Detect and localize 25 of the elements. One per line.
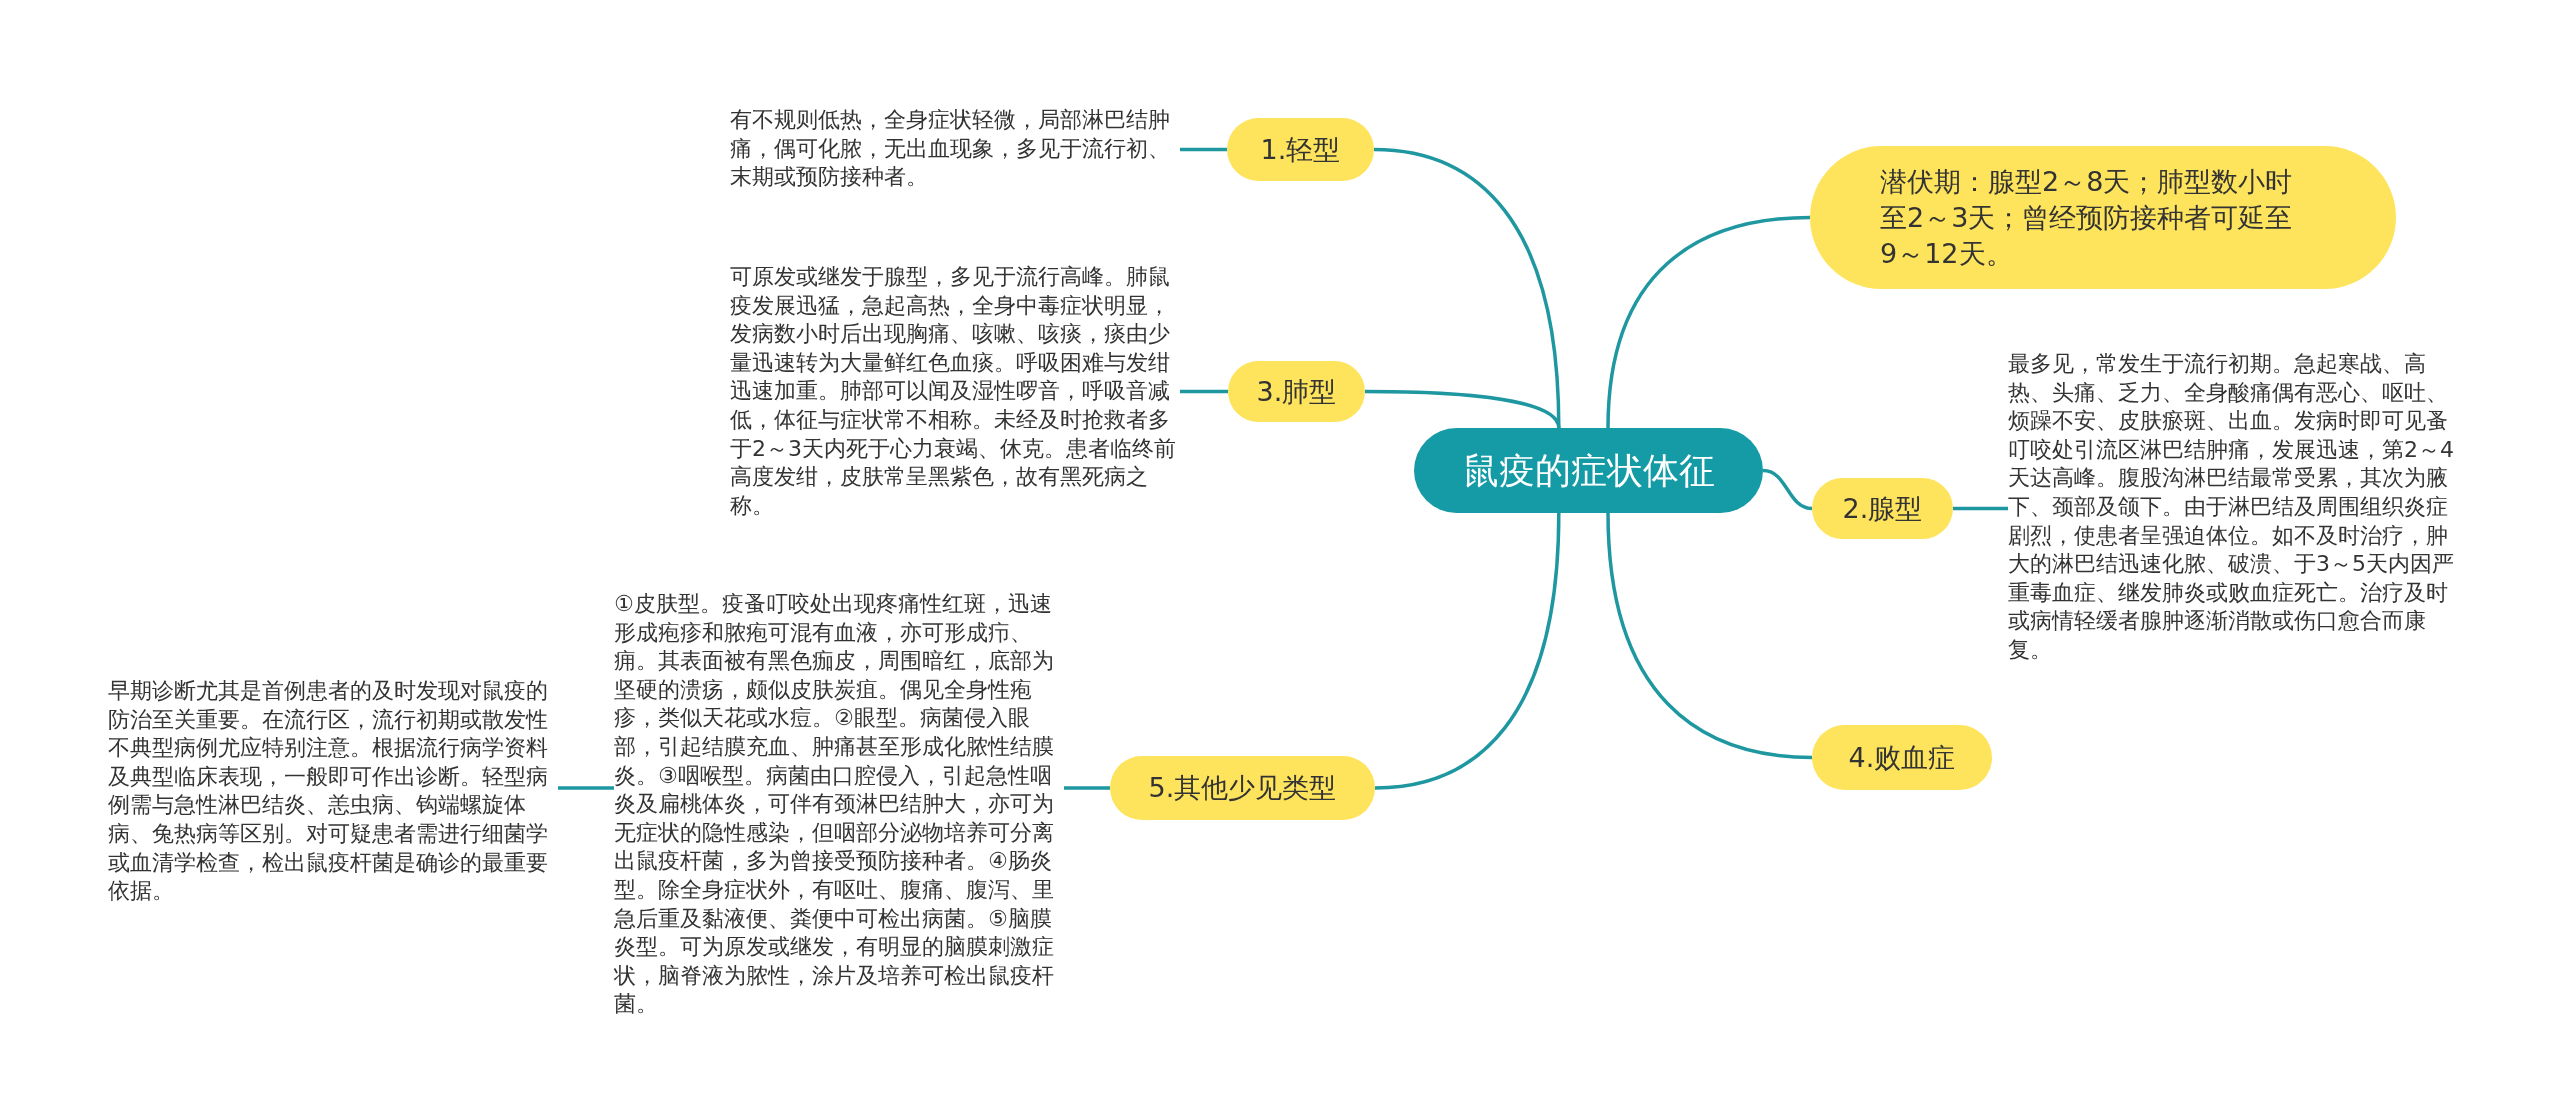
note-text: 有不规则低热，全身症状轻微，局部淋巴结肿痛，偶可化脓，无出血现象，多见于流行初、末期或预防接种者。 bbox=[730, 106, 1180, 192]
branch-curve bbox=[1373, 147, 1561, 429]
branch-curve bbox=[1762, 468, 1813, 511]
topic-label: 鼠疫的症状体征 bbox=[1462, 448, 1715, 493]
branch-curve bbox=[1606, 215, 1811, 429]
topic-pill bbox=[1228, 361, 1365, 422]
topic-label: 3.肺型 bbox=[1256, 374, 1337, 409]
topic-label: 2.腺型 bbox=[1842, 491, 1923, 526]
topic-label: 5.其他少见类型 bbox=[1148, 771, 1337, 805]
topic-label: 1.轻型 bbox=[1260, 132, 1341, 167]
topic-label: 潜伏期：腺型2～8天；肺型数小时至2～3天；曾经预防接种者可延至9～12天。 bbox=[1880, 164, 2294, 271]
branch-curve bbox=[1365, 389, 1561, 429]
connector-line bbox=[558, 786, 614, 790]
branch-curve bbox=[1374, 512, 1561, 790]
connector-line bbox=[1064, 786, 1110, 790]
note-text: 最多见，常发生于流行初期。急起寒战、高热、头痛、乏力、全身酸痛偶有恶心、呕吐、烦躁不安、皮肤瘀斑、出血。发病时即可见蚤叮咬处引流区淋巴结肿痛，发展迅速，第2～4天达高峰。腹股沟淋巴结最常受累，其次为腋下、颈部及颌下。由于淋巴结及周围组织炎症剧烈，使患者呈强迫体位。如不及时治疗，肿大的淋巴结迅速化脓、破溃、于3～5天内因严重毒血症、继发肺炎或败血症死亡。治疗及时或病情轻缓者腺肿逐渐消散或伤口愈合而康复。 bbox=[2008, 350, 2458, 665]
note-text: 可原发或继发于腺型，多见于流行高峰。肺鼠疫发展迅猛，急起高热，全身中毒症状明显，发病数小时后出现胸痛、咳嗽、咳痰，痰由少量迅速转为大量鲜红色血痰。呼吸困难与发绀迅速加重。肺部可以闻及湿性啰音，呼吸音减低，体征与症状常不相称。未经及时抢救者多于2～3天内死于心力衰竭、休克。患者临终前高度发绀，皮肤常呈黑紫色，故有黑死病之称。 bbox=[730, 263, 1180, 521]
connector-line bbox=[1180, 389, 1228, 394]
topic-pill bbox=[1812, 478, 1953, 539]
topic-label: 4.败血症 bbox=[1848, 740, 1956, 775]
note-text: ①皮肤型。疫蚤叮咬处出现疼痛性红斑，迅速形成疱疹和脓疱可混有血液，亦可形成疖、痈。其表面被有黑色痂皮，周围暗红，底部为坚硬的溃疡，颇似皮肤炭疽。偶见全身性疱疹，类似天花或水痘。②眼型。病菌侵入眼部，引起结膜充血、肿痛甚至形成化脓性结膜炎。③咽喉型。病菌由口腔侵入，引起急性咽炎及扁桃体炎，可伴有颈淋巴结肿大，亦可为无症状的隐性感染，但咽部分泌物培养可分离出鼠疫杆菌，多为曾接受预防接种者。④肠炎型。除全身症状外，有呕吐、腹痛、腹泻、里急后重及黏液便、粪便中可检出病菌。⑤脑膜炎型。可为原发或继发，有明显的脑膜刺激症状，脑脊液为脓性，涂片及培养可检出鼠疫杆菌。 bbox=[614, 590, 1064, 1019]
branch-curve bbox=[1606, 512, 1813, 760]
connector-line bbox=[1180, 147, 1227, 152]
note-text: 早期诊断尤其是首例患者的及时发现对鼠疫的防治至关重要。在流行区，流行初期或散发性不典型病例尤应特别注意。根据流行病学资料及典型临床表现，一般即可作出诊断。轻型病例需与急性淋巴结炎、恙虫病、钩端螺旋体病、兔热病等区别。对可疑患者需进行细菌学或血清学检查，检出鼠疫杆菌是确诊的最重要依据。 bbox=[108, 677, 558, 906]
connector-line bbox=[1953, 506, 2008, 511]
